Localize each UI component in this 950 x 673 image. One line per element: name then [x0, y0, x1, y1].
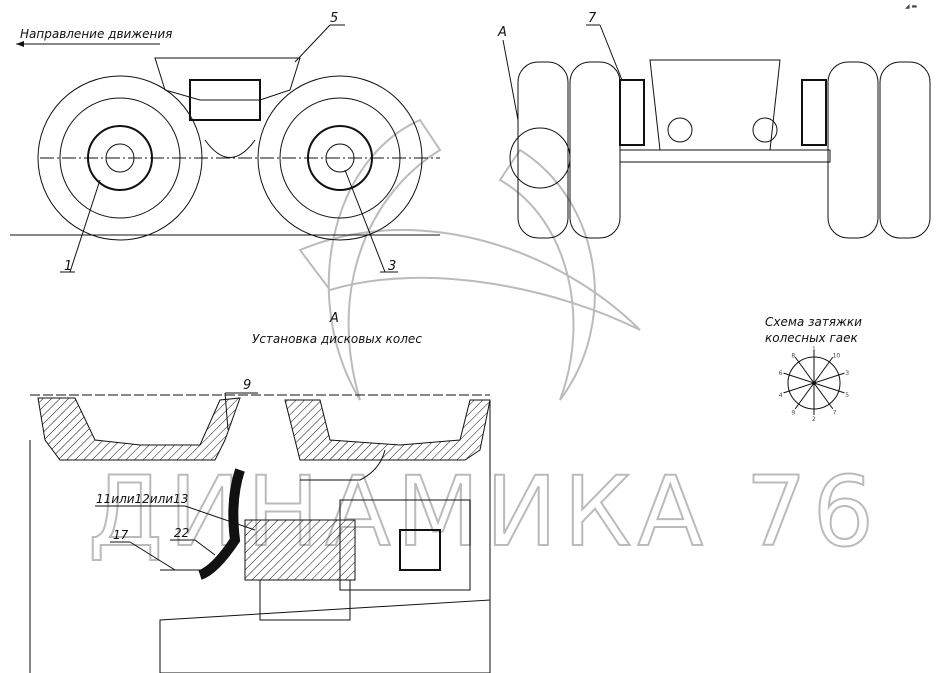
nut-order-label: 7 — [833, 409, 837, 416]
nut-order-label: 5 — [845, 392, 849, 399]
nut-order-label: 1 — [812, 346, 816, 353]
nut-order-label: 8 — [791, 353, 795, 360]
nut-order-label: 10 — [833, 353, 841, 360]
direction-label: Направление движения — [20, 27, 172, 41]
section-letter: A — [329, 311, 339, 326]
front-view: A 7 ◢ ▬ — [497, 3, 931, 239]
scheme-title-line1: Схема затяжки — [765, 315, 862, 329]
nut-order-label: 4 — [779, 392, 783, 399]
nut-center — [812, 381, 816, 385]
nut-order-label: 6 — [779, 370, 783, 377]
corner-mark: ◢ ▬ — [905, 3, 918, 10]
callout-9: 9 — [243, 378, 251, 393]
nut-order-label: 9 — [791, 409, 795, 416]
view-a-marker: A — [497, 25, 507, 40]
nut-order-label: 3 — [845, 370, 849, 377]
callout-11-12-13: 11или12или13 — [96, 492, 188, 506]
nut-tightening-scheme: Схема затяжки колесных гаек 1 10 3 5 7 2 9 4 6 8 — [765, 315, 862, 423]
callout-3: 3 — [388, 259, 396, 274]
callout-1: 1 — [64, 259, 72, 274]
callout-7: 7 — [588, 11, 597, 26]
watermark-text: ДИНАМИКА 76 — [88, 456, 880, 568]
callout-22: 22 — [174, 526, 189, 540]
watermark-logo — [298, 118, 641, 401]
nut-order-label: 2 — [812, 416, 816, 423]
callout-5: 5 — [330, 11, 338, 26]
scheme-title-line2: колесных гаек — [765, 331, 859, 345]
section-view: 9 11или12или13 17 22 — [29, 378, 491, 673]
side-view: Направление движения 5 1 3 — [10, 11, 440, 274]
section-title: Установка дисковых колес — [252, 332, 422, 346]
callout-17: 17 — [113, 528, 129, 542]
